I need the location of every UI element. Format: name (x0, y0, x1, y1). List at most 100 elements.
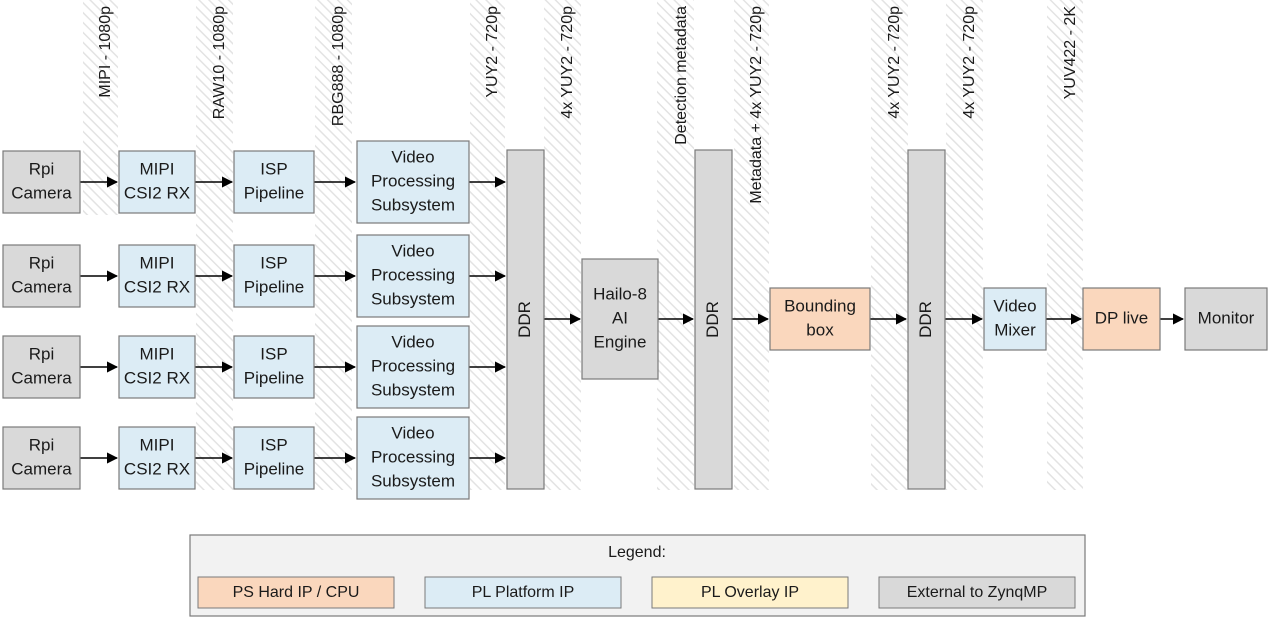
format-label-rgb888: RBG888 - 1080p (330, 6, 347, 126)
vps-1-shape (356, 140, 470, 224)
mipi-rx-3-label: CSI2 RX (124, 368, 190, 387)
video-mixer-shape (983, 287, 1047, 351)
isp-2-label: Pipeline (244, 277, 305, 296)
ddr-3-label: DDR (916, 301, 935, 338)
camera-1-label: Rpi (29, 159, 55, 178)
camera-3-shape (2, 335, 81, 399)
camera-3-label: Camera (11, 368, 72, 387)
bounding-box-label: box (806, 320, 834, 339)
vps-1-label: Video (391, 147, 434, 166)
dp-live-shape (1082, 287, 1161, 351)
legend-swatch-pl-platform (424, 576, 622, 609)
mipi-rx-4-shape (118, 426, 196, 490)
dp-live: DP live (1082, 287, 1161, 351)
mipi-rx-3-label: MIPI (140, 344, 175, 363)
vps-2-label: Processing (371, 265, 455, 284)
isp-1-label: Pipeline (244, 183, 305, 202)
camera-2-label: Rpi (29, 253, 55, 272)
camera-2-shape (2, 244, 81, 308)
ddr-2-label: DDR (703, 301, 722, 338)
isp-2-shape (233, 244, 315, 308)
isp-1-label: ISP (260, 159, 287, 178)
video-mixer-label: Video (993, 296, 1036, 315)
format-label-mipi: MIPI - 1080p (97, 6, 114, 98)
format-label-yuy2x4-a: 4x YUY2 - 720p (559, 6, 576, 119)
mipi-rx-4: MIPI CSI2 RX (118, 426, 196, 490)
ddr-2: DDR (694, 149, 733, 490)
ddr-1: DDR (506, 149, 545, 490)
ddr-1-label: DDR (515, 301, 534, 338)
lane-yuy2x4-b (871, 0, 908, 490)
hailo-engine-label: AI (612, 308, 628, 327)
camera-4-shape (2, 426, 81, 490)
mipi-rx-2-shape (118, 244, 196, 308)
format-label-yuy2: YUY2 - 720p (484, 6, 501, 98)
vps-2-label: Video (391, 241, 434, 260)
isp-4-shape (233, 426, 315, 490)
ddr-1-shape (506, 149, 545, 490)
hailo-engine-label: Hailo-8 (593, 284, 647, 303)
mipi-rx-2-label: CSI2 RX (124, 277, 190, 296)
mipi-rx-1-label: MIPI (140, 159, 175, 178)
format-label-yuy2x4-c: 4x YUY2 - 720p (961, 6, 978, 119)
camera-4-label: Rpi (29, 435, 55, 454)
camera-1-shape (2, 150, 81, 214)
bounding-box: Bounding box (769, 287, 871, 351)
vps-3-label: Processing (371, 356, 455, 375)
isp-4-label: ISP (260, 435, 287, 454)
legend-swatch-pl-overlay (651, 576, 849, 609)
ddr-3: DDR (907, 149, 946, 490)
mipi-rx-3-shape (118, 335, 196, 399)
format-label-yuy2x4-b: 4x YUY2 - 720p (886, 6, 903, 119)
monitor-label: Monitor (1198, 308, 1255, 327)
vps-2-label: Subsystem (371, 289, 455, 308)
vps-3-label: Video (391, 332, 434, 351)
lane-yuy2x4-a (544, 0, 581, 490)
lane-yuy2 (470, 0, 505, 490)
vps-4-label: Video (391, 423, 434, 442)
ddr-2-shape (694, 149, 733, 490)
isp-3-label: ISP (260, 344, 287, 363)
camera-2-label: Camera (11, 277, 72, 296)
hailo-engine-label: Engine (594, 332, 647, 351)
lane-rgb888 (315, 0, 352, 490)
format-label-raw10: RAW10 - 1080p (211, 6, 228, 119)
camera-1-label: Camera (11, 183, 72, 202)
video-mixer-label: Mixer (994, 320, 1036, 339)
lane-metadata (734, 0, 769, 490)
camera-4-label: Camera (11, 459, 72, 478)
format-label-metadata: Metadata + 4x YUY2 - 720p (748, 6, 765, 204)
vps-4-shape (356, 416, 470, 500)
legend-item-pl-overlay: PL Overlay IP (701, 584, 799, 601)
format-labels: MIPI - 1080p RAW10 - 1080p RBG888 - 1080p Y… (97, 6, 1079, 204)
legend: Legend: PS Hard IP / CPU PL Platform IP … (189, 534, 1086, 617)
bounding-box-label: Bounding (784, 296, 856, 315)
mipi-rx-4-label: MIPI (140, 435, 175, 454)
mipi-rx-4-label: CSI2 RX (124, 459, 190, 478)
isp-3: ISP Pipeline (233, 335, 315, 399)
ddr-3-shape (907, 149, 946, 490)
bounding-box-shape (769, 287, 871, 351)
vps-4-label: Subsystem (371, 471, 455, 490)
legend-swatch-external (878, 576, 1076, 609)
isp-3-label: Pipeline (244, 368, 305, 387)
monitor-shape (1184, 287, 1268, 351)
vps-2-shape (356, 234, 470, 318)
mipi-rx-1-label: CSI2 RX (124, 183, 190, 202)
format-lanes (83, 0, 1083, 490)
mipi-rx-3: MIPI CSI2 RX (118, 335, 196, 399)
mipi-rx-1-shape (118, 150, 196, 214)
hailo-engine-shape (581, 258, 659, 380)
format-label-detection: Detection metadata (673, 6, 690, 145)
